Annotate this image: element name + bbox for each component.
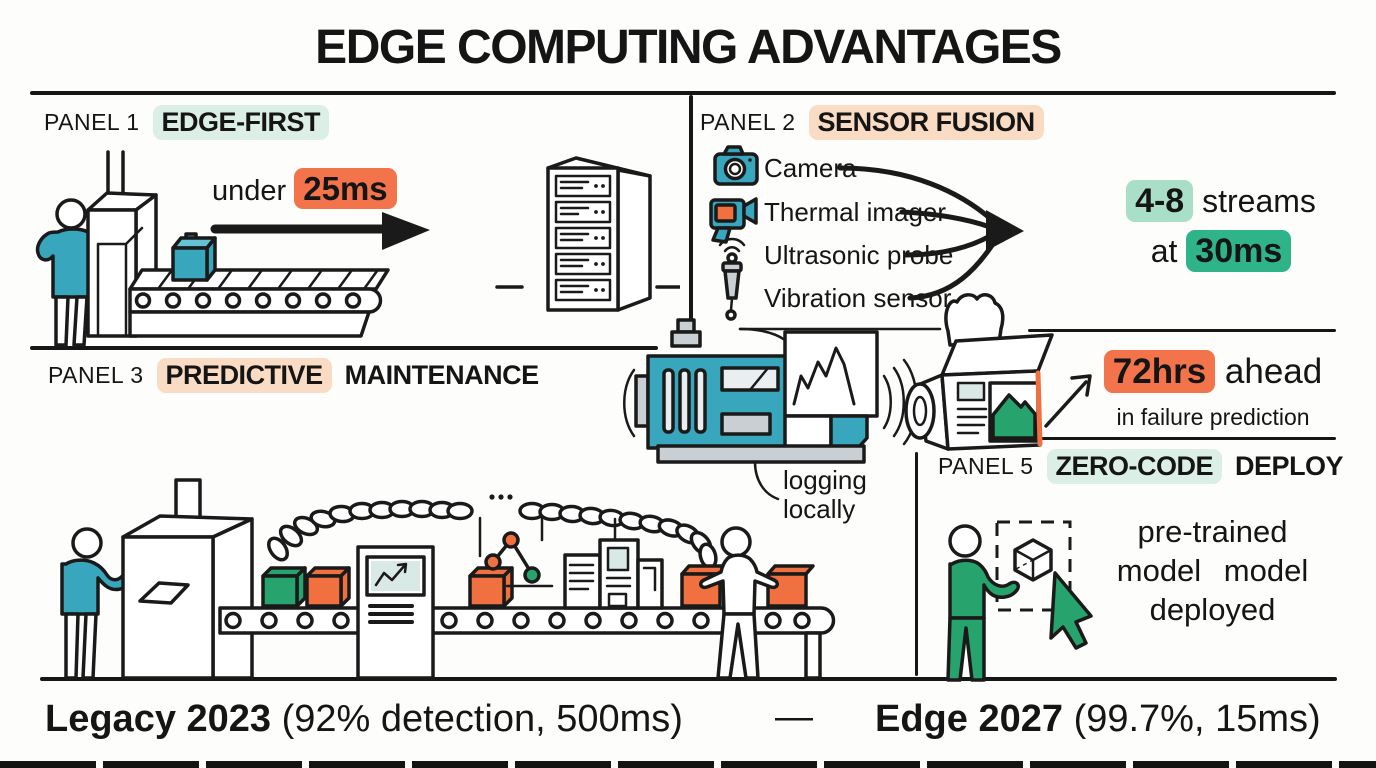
logging-note-line2: locally <box>783 494 856 524</box>
prediction-value: 72hrs <box>1103 350 1216 393</box>
drop-zone-dashed-box <box>995 520 1072 612</box>
footer-edge: Edge 2027 (99.7%, 15ms) <box>875 698 1321 741</box>
footer-top-divider <box>40 677 1337 681</box>
logging-note-line1: logging <box>783 465 867 495</box>
paper-icon <box>944 293 1005 347</box>
panel1-scene <box>35 150 680 347</box>
panel5-caption-line2: model model <box>1116 553 1309 588</box>
factory-buildings-icon <box>563 538 664 610</box>
prediction-caption: in failure prediction <box>1116 404 1310 430</box>
panel1-panel2-divider <box>689 95 693 323</box>
prediction-word: ahead <box>1224 352 1323 391</box>
note-leader-line <box>753 460 780 501</box>
waveform-display-icon <box>783 330 879 418</box>
streams-latency: 30ms <box>1186 230 1292 272</box>
panel1-bottom-divider <box>30 346 658 350</box>
deployer-figure-icon <box>946 524 1021 682</box>
panel1-label: PANEL 1 <box>44 109 140 135</box>
streams-value: 4-8 <box>1126 180 1194 222</box>
panel3-title-highlight: PREDICTIVE <box>156 358 332 393</box>
conveyor-icon <box>128 268 390 338</box>
operator-figure-icon <box>35 198 130 347</box>
latency-value: 25ms <box>294 168 397 209</box>
chain-icon <box>267 494 718 570</box>
orange-box-icon <box>468 566 514 608</box>
panel5-left-divider <box>915 452 918 676</box>
panel2-header: PANEL 2 SENSOR FUSION <box>700 105 1044 140</box>
panel5-scene <box>946 520 1093 682</box>
latency-prefix: under <box>212 175 287 207</box>
panel3-title-rest: MAINTENANCE <box>344 360 540 390</box>
panel5-title-highlight: ZERO-CODE <box>1046 449 1223 484</box>
footer-legacy-label: Legacy 2023 <box>45 698 272 740</box>
streams-word: streams <box>1202 183 1316 219</box>
footer-legacy-detail: (92% detection, 500ms) <box>281 698 683 740</box>
package-box-icon <box>171 232 217 282</box>
logging-note: logging locally <box>783 466 867 524</box>
cube-model-icon <box>1013 538 1053 582</box>
monitor-kiosk-icon <box>356 545 435 680</box>
footer-separator: — <box>775 696 813 738</box>
thermal-imager-icon <box>709 197 758 244</box>
scatter-mobile-icon <box>478 516 617 588</box>
orange-box-icon <box>305 566 351 608</box>
panel5-header: PANEL 5 ZERO-CODE DEPLOY <box>938 449 1344 484</box>
panel5-caption-line1: pre-trained <box>1137 514 1288 549</box>
prediction-top-divider <box>1028 329 1336 332</box>
streams-callout: 4-8 streams at 30ms <box>1096 176 1346 276</box>
camera-icon <box>713 145 759 186</box>
prediction-arrow-icon <box>1044 374 1092 428</box>
ultrasonic-probe-icon <box>718 237 746 321</box>
page-title: EDGE COMPUTING ADVANTAGES <box>315 21 1062 74</box>
panel5-top-divider <box>1040 437 1336 440</box>
worker-figure-icon <box>699 526 779 680</box>
factory-machine-icon <box>121 478 254 680</box>
streams-at: at <box>1150 233 1178 269</box>
streams-line2: at 30ms <box>1096 226 1346 276</box>
panel5-caption-line3: deployed <box>1149 592 1276 627</box>
server-rack-icon <box>546 156 652 312</box>
panel3-scene <box>60 478 836 680</box>
panel5-title-rest: DEPLOY <box>1235 451 1344 481</box>
panel1-header: PANEL 1 EDGE-FIRST <box>44 105 330 140</box>
panel1-latency-callout: under 25ms <box>212 168 397 209</box>
panel1-title: EDGE-FIRST <box>152 105 330 140</box>
latency-arrow-icon <box>210 212 430 250</box>
edge-machine-icon <box>623 318 942 501</box>
footer-edge-label: Edge 2027 <box>875 698 1063 740</box>
panel2-title: SENSOR FUSION <box>808 105 1044 140</box>
printer-icon <box>904 293 1054 451</box>
panel3-label: PANEL 3 <box>48 362 144 388</box>
panel5-caption: pre-trained model model deployed <box>1095 512 1330 629</box>
footer-legacy: Legacy 2023 (92% detection, 500ms) <box>45 698 683 741</box>
footer-edge-detail: (99.7%, 15ms) <box>1073 698 1321 740</box>
cropped-text-strip <box>0 761 1376 768</box>
prediction-callout: 72hrs ahead <box>1088 350 1338 393</box>
cursor-icon <box>1049 571 1093 650</box>
panel5-label: PANEL 5 <box>938 453 1034 479</box>
green-box-icon <box>261 566 307 608</box>
panel3-header: PANEL 3 PREDICTIVE MAINTENANCE <box>48 358 539 393</box>
green-trend-chart-icon <box>991 393 1037 440</box>
title-underline-divider <box>30 91 1336 95</box>
fusion-arrows-icon <box>837 165 1024 301</box>
streams-line1: 4-8 streams <box>1096 176 1346 226</box>
panel2-label: PANEL 2 <box>700 109 796 135</box>
